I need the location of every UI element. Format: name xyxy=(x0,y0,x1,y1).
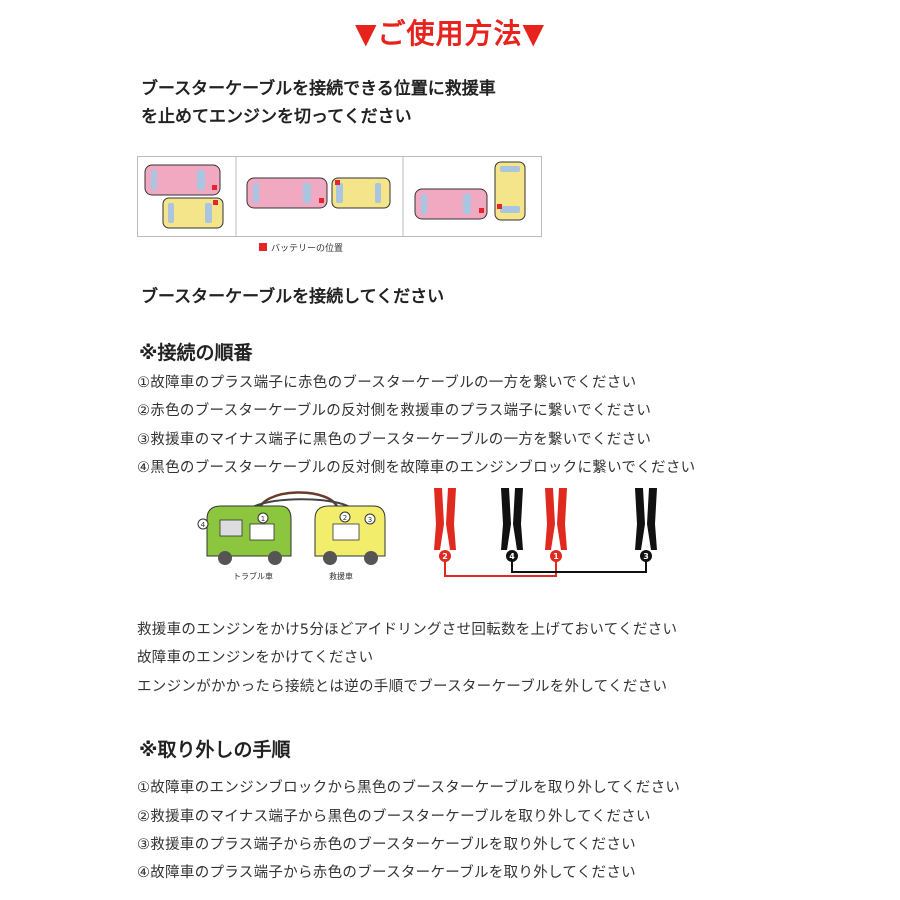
clamp-red-icon: 1 xyxy=(545,488,567,562)
car-icon xyxy=(162,197,224,229)
battery-icon xyxy=(219,519,243,537)
remove-step: ②救援車のマイナス端子から黒色のブースターケーブルを取り外してください xyxy=(137,809,651,825)
battery-icon xyxy=(249,523,275,541)
svg-text:4: 4 xyxy=(201,521,206,529)
page-title: ▼ご使用方法▼ xyxy=(354,17,546,50)
clamp-red-icon: 2 xyxy=(434,488,456,562)
intro-line-2: を止めてエンジンを切ってください xyxy=(141,107,412,127)
svg-text:3: 3 xyxy=(368,516,372,524)
battery-icon xyxy=(213,200,218,205)
car-icon: 4 1 xyxy=(197,505,292,565)
trouble-car-label: トラブル車 xyxy=(233,571,273,581)
cable-connection-figure: 4 1 2 3 トラブル車 救援車 xyxy=(197,491,386,581)
connect-step: ③救援車のマイナス端子に黒色のブースターケーブルの一方を繋いでください xyxy=(137,432,652,448)
svg-text:3: 3 xyxy=(643,552,649,561)
clamp-black-icon: 3 xyxy=(635,488,657,562)
svg-text:2: 2 xyxy=(343,514,347,522)
svg-text:4: 4 xyxy=(509,552,515,561)
intro-line-1: ブースターケーブルを接続できる位置に救援車 xyxy=(141,79,496,99)
car-icon xyxy=(331,177,391,209)
red-wire xyxy=(444,560,557,577)
battery-icon xyxy=(319,198,324,203)
svg-text:1: 1 xyxy=(261,515,265,523)
svg-text:2: 2 xyxy=(442,552,448,561)
remove-step: ①故障車のエンジンブロックから黒色のブースターケーブルを取り外してください xyxy=(137,780,681,796)
remove-step: ④故障車のプラス端子から赤色のブースターケーブルを取り外してください xyxy=(137,865,636,881)
connect-instruction: ブースターケーブルを接続してください xyxy=(141,287,445,307)
car-icon xyxy=(414,188,488,220)
legend-battery-icon xyxy=(259,243,267,251)
connect-heading: ※接続の順番 xyxy=(139,342,253,364)
connect-step: ④黒色のブースターケーブルの反対側を故障車のエンジンブロックに繋いでください xyxy=(137,460,696,476)
battery-icon xyxy=(479,208,484,213)
car-icon xyxy=(246,177,328,209)
after-step: 救援車のエンジンをかけ5分ほどアイドリングさせ回転数を上げておいてください xyxy=(137,622,678,638)
remove-step: ③救援車のプラス端子から赤色のブースターケーブルを取り外してください xyxy=(137,837,636,853)
battery-icon xyxy=(332,523,360,541)
parking-position-figure: バッテリーの位置 xyxy=(137,156,542,254)
connect-step: ①故障車のプラス端子に赤色のブースターケーブルの一方を繋いでください xyxy=(137,375,637,391)
after-step: エンジンがかかったら接続とは逆の手順でブースターケーブルを外してください xyxy=(137,679,668,695)
rescue-car-label: 救援車 xyxy=(329,571,353,581)
clamp-order-figure: 2 4 1 3 xyxy=(434,488,657,577)
legend-label: バッテリーの位置 xyxy=(271,242,343,254)
clamp-black-icon: 4 xyxy=(501,488,523,562)
black-wire xyxy=(511,560,647,573)
battery-icon xyxy=(497,204,502,209)
car-icon xyxy=(494,161,526,221)
remove-heading: ※取り外しの手順 xyxy=(139,739,291,761)
svg-text:1: 1 xyxy=(553,552,559,561)
car-icon xyxy=(144,164,221,196)
connect-step: ②赤色のブースターケーブルの反対側を救援車のプラス端子に繋いでください xyxy=(137,403,652,419)
battery-icon xyxy=(335,180,340,185)
after-step: 故障車のエンジンをかけてください xyxy=(137,650,374,666)
car-icon: 2 3 xyxy=(314,505,386,565)
battery-icon xyxy=(212,185,217,190)
